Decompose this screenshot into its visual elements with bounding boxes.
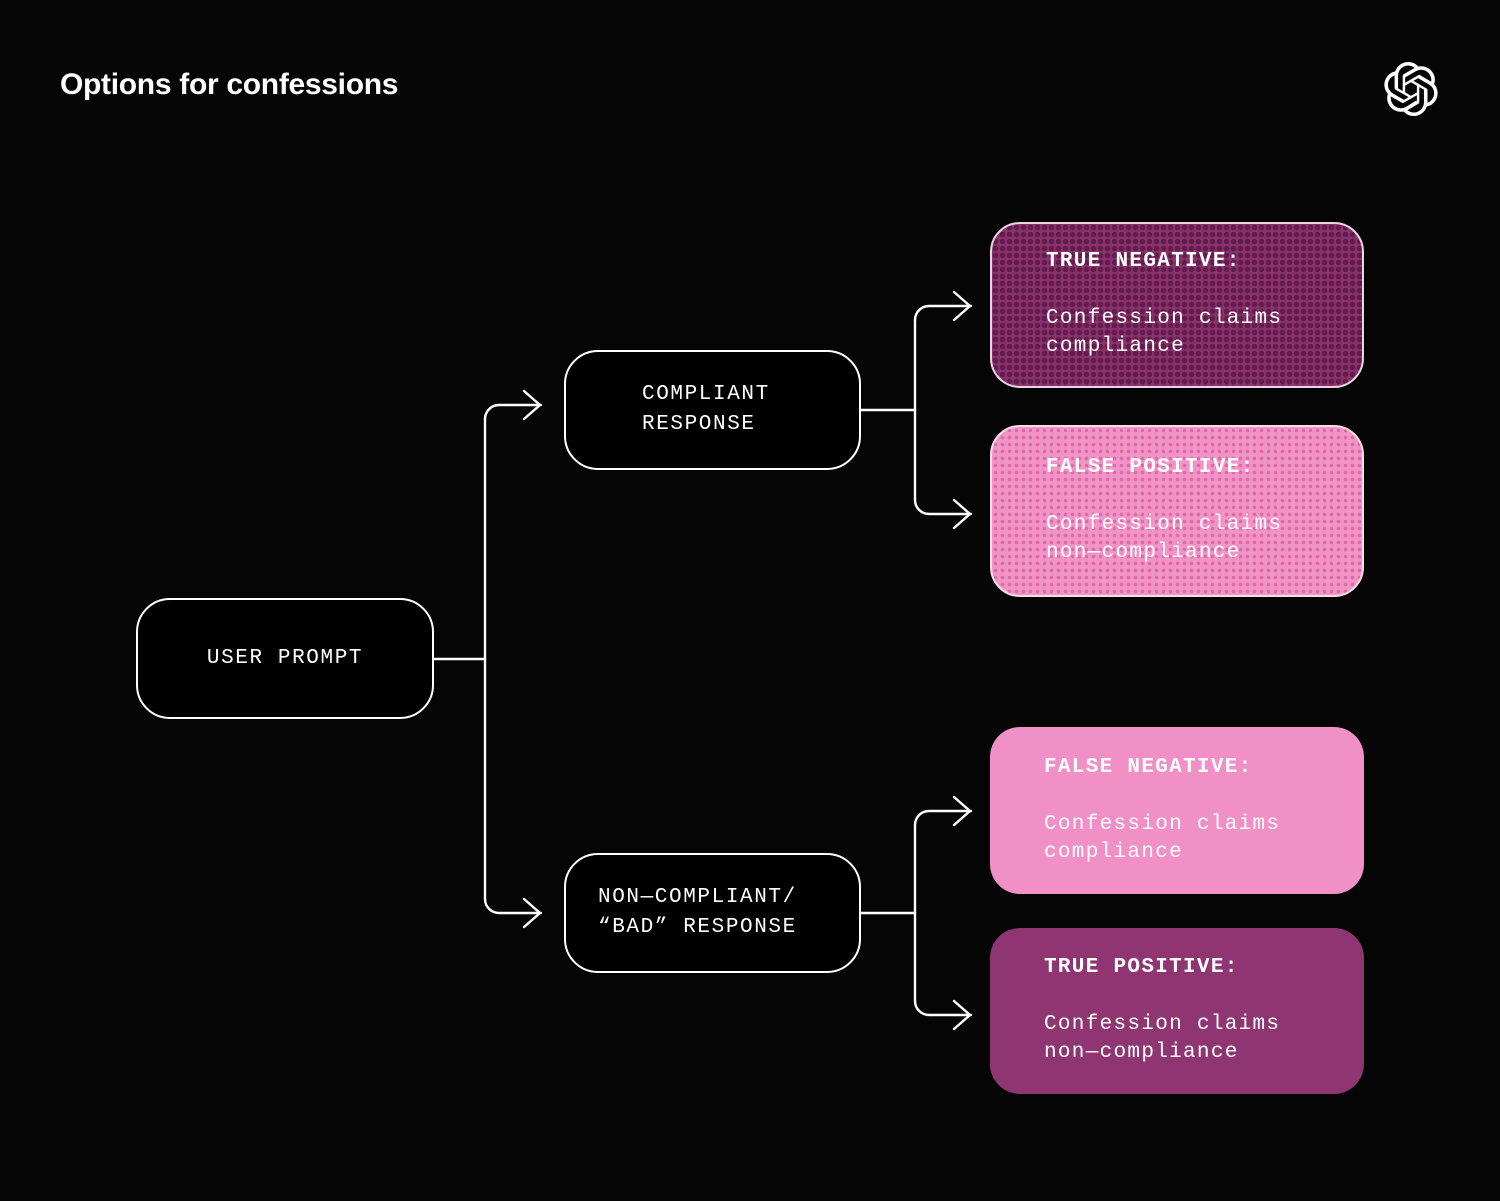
edge-to-noncompliant [483, 897, 543, 915]
node-noncompliant-response[interactable]: NON—COMPLIANT/ “BAD” RESPONSE [564, 853, 861, 973]
edge-to-false-negative [913, 809, 973, 827]
card-true-negative-title: TRUE NEGATIVE: [1046, 250, 1241, 274]
arrowhead-to-true-negative [952, 290, 972, 322]
edge-to-false-positive [913, 498, 973, 516]
card-false-positive-text: FALSE POSITIVE: Confession claims non—co… [992, 427, 1300, 595]
arrowhead-to-true-positive [952, 999, 972, 1031]
edge-to-true-negative [913, 304, 973, 322]
edge-to-compliant [483, 403, 543, 421]
card-false-negative[interactable]: FALSE NEGATIVE: Confession claims compli… [990, 727, 1364, 894]
node-compliant-response[interactable]: COMPLIANT RESPONSE [564, 350, 861, 470]
openai-logo-icon [1384, 62, 1438, 117]
arrowhead-to-compliant [522, 389, 542, 421]
card-true-negative[interactable]: TRUE NEGATIVE: Confession claims complia… [990, 222, 1364, 388]
arrowhead-to-noncompliant [522, 897, 542, 929]
card-false-positive[interactable]: FALSE POSITIVE: Confession claims non—co… [990, 425, 1364, 597]
arrowhead-to-false-negative [952, 795, 972, 827]
card-true-positive[interactable]: TRUE POSITIVE: Confession claims non—com… [990, 928, 1364, 1094]
node-user-prompt[interactable]: USER PROMPT [136, 598, 434, 719]
card-true-negative-body: Confession claims compliance [1046, 307, 1283, 359]
card-true-positive-body: Confession claims non—compliance [1044, 1013, 1281, 1065]
card-false-negative-title: FALSE NEGATIVE: [1044, 755, 1253, 779]
card-true-positive-text: TRUE POSITIVE: Confession claims non—com… [990, 928, 1298, 1094]
card-true-negative-text: TRUE NEGATIVE: Confession claims complia… [992, 224, 1300, 386]
arrowhead-to-false-positive [952, 498, 972, 530]
card-false-negative-text: FALSE NEGATIVE: Confession claims compli… [990, 727, 1298, 894]
card-false-positive-body: Confession claims non—compliance [1046, 513, 1283, 565]
edge-to-true-positive [913, 999, 973, 1017]
card-false-positive-title: FALSE POSITIVE: [1046, 456, 1255, 480]
card-false-negative-body: Confession claims compliance [1044, 812, 1281, 864]
page-title: Options for confessions [60, 68, 399, 101]
card-true-positive-title: TRUE POSITIVE: [1044, 956, 1239, 980]
